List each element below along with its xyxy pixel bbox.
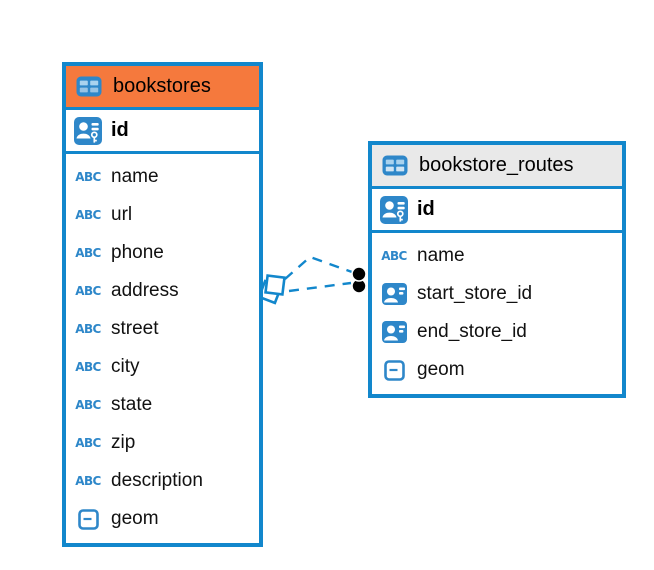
entity-title: bookstore_routes <box>419 154 574 176</box>
column-row-end-store-id[interactable]: end_store_id <box>372 313 622 351</box>
column-row-name[interactable]: ABC name <box>66 158 259 196</box>
column-row-description[interactable]: ABC description <box>66 462 259 500</box>
foreign-key-icon <box>379 283 409 305</box>
column-list-bookstores: ABC name ABC url ABC phone ABC address A… <box>66 154 259 542</box>
pk-row-bookstores-id[interactable]: id <box>66 110 259 154</box>
column-row-phone[interactable]: ABC phone <box>66 234 259 272</box>
column-row-name[interactable]: ABC name <box>372 237 622 275</box>
text-type-icon: ABC <box>75 170 101 184</box>
text-type-icon: ABC <box>75 398 101 412</box>
column-name: city <box>111 356 140 377</box>
text-type-icon: ABC <box>75 208 101 222</box>
column-name: phone <box>111 242 164 263</box>
column-row-zip[interactable]: ABC zip <box>66 424 259 462</box>
column-name: geom <box>111 508 159 529</box>
primary-key-icon <box>73 116 103 145</box>
entity-bookstore-routes-header[interactable]: bookstore_routes <box>372 145 622 189</box>
column-name: name <box>111 166 159 187</box>
column-row-address[interactable]: ABC address <box>66 272 259 310</box>
column-name: geom <box>417 359 465 380</box>
relationship-line-lower[interactable] <box>288 281 352 293</box>
column-name: street <box>111 318 159 339</box>
relationship-dot-marker <box>351 266 367 282</box>
text-type-icon: ABC <box>75 284 101 298</box>
column-row-city[interactable]: ABC city <box>66 348 259 386</box>
column-row-geom[interactable]: geom <box>372 351 622 389</box>
text-type-icon: ABC <box>75 474 101 488</box>
column-name: description <box>111 470 203 491</box>
table-icon <box>74 76 104 97</box>
geometry-type-icon <box>379 359 409 381</box>
column-name: url <box>111 204 133 225</box>
column-name: end_store_id <box>417 321 527 342</box>
text-type-icon: ABC <box>381 249 407 263</box>
column-name: zip <box>111 432 136 453</box>
column-name: name <box>417 245 465 266</box>
pk-column-name: id <box>417 198 435 220</box>
text-type-icon: ABC <box>75 360 101 374</box>
primary-key-icon <box>379 195 409 224</box>
text-type-icon: ABC <box>75 436 101 450</box>
entity-bookstore-routes[interactable]: bookstore_routes id ABC name <box>368 141 626 398</box>
column-row-start-store-id[interactable]: start_store_id <box>372 275 622 313</box>
entity-title: bookstores <box>113 75 211 97</box>
pk-column-name: id <box>111 119 129 141</box>
column-name: start_store_id <box>417 283 533 304</box>
column-row-geom[interactable]: geom <box>66 500 259 538</box>
geometry-type-icon <box>73 508 103 530</box>
relationship-diamond-marker <box>264 274 286 296</box>
column-list-routes: ABC name start_store_id <box>372 233 622 393</box>
column-name: address <box>111 280 179 301</box>
relationship-dot-marker <box>351 278 367 294</box>
pk-row-routes-id[interactable]: id <box>372 189 622 233</box>
entity-bookstores-header[interactable]: bookstores <box>66 66 259 110</box>
column-name: state <box>111 394 153 415</box>
entity-bookstores[interactable]: bookstores id ABC name <box>62 62 263 547</box>
column-row-street[interactable]: ABC street <box>66 310 259 348</box>
column-row-url[interactable]: ABC url <box>66 196 259 234</box>
text-type-icon: ABC <box>75 246 101 260</box>
relationship-line-upper[interactable] <box>284 255 353 280</box>
column-row-state[interactable]: ABC state <box>66 386 259 424</box>
foreign-key-icon <box>379 321 409 343</box>
text-type-icon: ABC <box>75 322 101 336</box>
table-icon <box>380 155 410 176</box>
